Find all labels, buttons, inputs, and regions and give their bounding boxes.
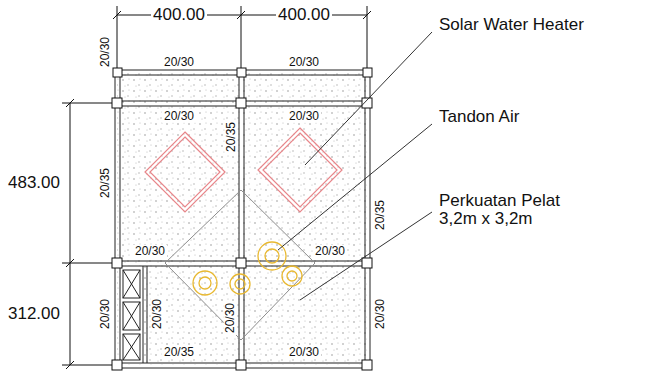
beam-size: 20/30 — [162, 110, 196, 123]
beam-size: 20/30 — [99, 35, 112, 69]
beam-size: 20/30 — [287, 346, 321, 359]
beam-size: 20/30 — [133, 245, 167, 258]
callout-text: Tandon Air — [437, 108, 521, 126]
slab-hatch — [117, 72, 367, 365]
beam-size: 20/30 — [99, 297, 112, 331]
beam-size: 20/30 — [162, 56, 196, 69]
beam-size: 20/35 — [99, 166, 112, 200]
leader-lines — [278, 32, 432, 300]
beam-size: 20/30 — [287, 56, 321, 69]
water-tanks — [193, 242, 302, 295]
dimension-text: 400.00 — [151, 6, 207, 24]
dimension-text: 483.00 — [6, 174, 62, 192]
beam-size: 20/30 — [151, 297, 164, 331]
callout-text: Solar Water Heater — [437, 16, 586, 34]
beam-size: 20/35 — [162, 346, 196, 359]
dimension-text: 400.00 — [276, 6, 332, 24]
beam-size: 20/30 — [224, 301, 237, 335]
plate-strengthening — [165, 190, 315, 340]
stair-shaft — [123, 270, 140, 360]
solar-water-heater — [145, 128, 342, 212]
beam-size: 20/30 — [287, 110, 321, 123]
callout-text: Perkuatan Pelat 3,2m x 3,2m — [437, 192, 601, 228]
columns — [112, 68, 372, 370]
beams — [114, 70, 370, 368]
beam-size: 20/35 — [374, 198, 387, 232]
beam-size: 20/30 — [374, 297, 387, 331]
beam-size: 20/35 — [225, 120, 238, 154]
beam-size: 20/30 — [313, 245, 347, 258]
dimension-text: 312.00 — [6, 305, 62, 323]
dimension-lines — [62, 6, 371, 369]
